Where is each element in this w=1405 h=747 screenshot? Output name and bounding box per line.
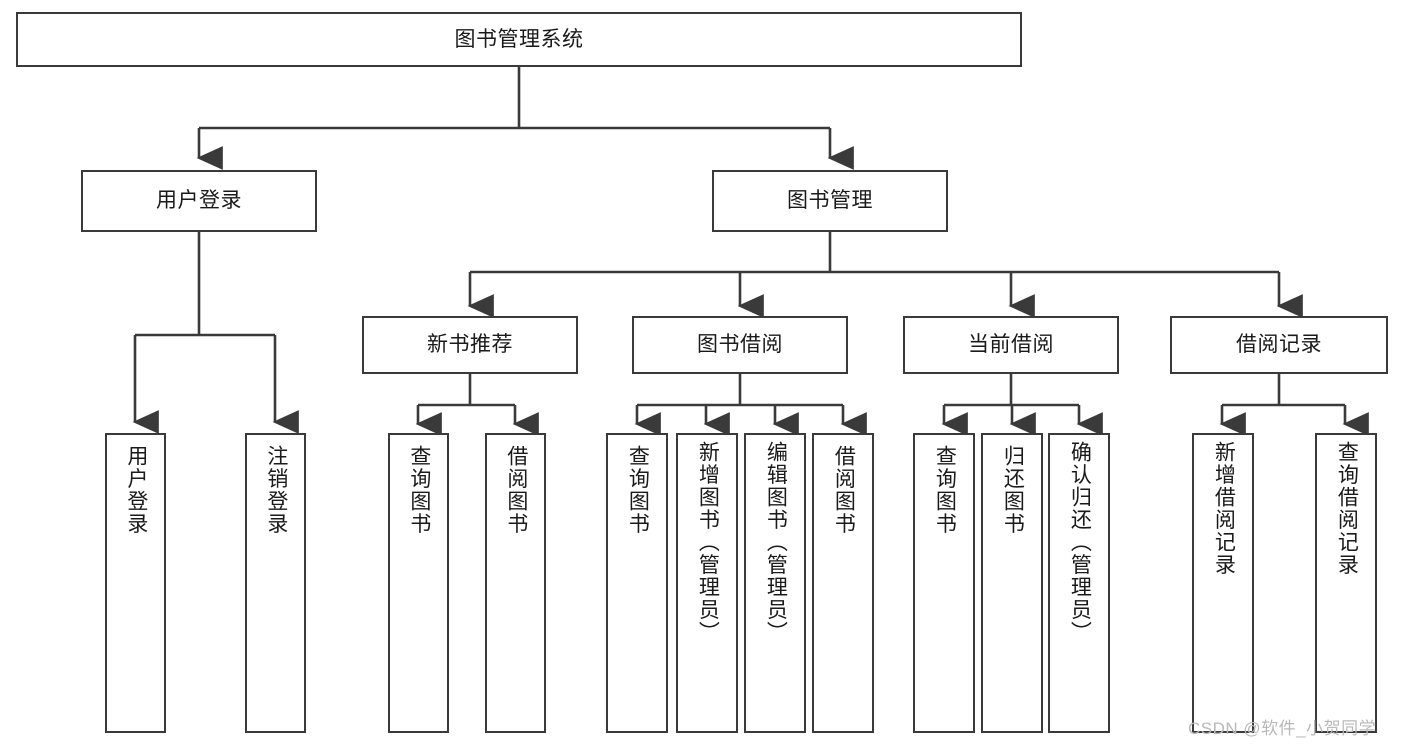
node-new-book-recommend[interactable]: 新书推荐 (362, 316, 578, 374)
node-borrow-record[interactable]: 借阅记录 (1170, 316, 1388, 374)
leaf-user-login-logout[interactable]: 注销登录 (245, 433, 306, 733)
node-label: 新增图书（管理员） (696, 441, 720, 644)
node-label: 当前借阅 (968, 333, 1054, 357)
leaf-borrow-record-query-record[interactable]: 查询借阅记录 (1315, 433, 1377, 733)
node-user-login[interactable]: 用户登录 (81, 170, 317, 232)
node-label: 新书推荐 (427, 333, 513, 357)
node-label: 图书借阅 (697, 333, 783, 357)
node-label: 确认归还（管理员） (1068, 441, 1092, 644)
leaf-book-borrow-edit-book[interactable]: 编辑图书（管理员） (744, 433, 806, 733)
node-label: 借阅记录 (1236, 333, 1322, 357)
node-label: 归还图书 (1001, 445, 1025, 535)
leaf-new-book-query-book[interactable]: 查询图书 (388, 433, 449, 733)
node-current-borrow[interactable]: 当前借阅 (903, 316, 1119, 374)
node-label: 查询图书 (407, 445, 431, 535)
node-book-borrow[interactable]: 图书借阅 (632, 316, 848, 374)
leaf-borrow-record-add-record[interactable]: 新增借阅记录 (1192, 433, 1254, 733)
node-label: 图书管理 (787, 189, 873, 213)
node-label: 编辑图书（管理员） (764, 441, 788, 644)
node-label: 借阅图书 (832, 445, 856, 535)
node-root-book-management-system[interactable]: 图书管理系统 (16, 12, 1022, 67)
leaf-current-borrow-confirm-return[interactable]: 确认归还（管理员） (1048, 433, 1110, 733)
node-label: 新增借阅记录 (1212, 441, 1236, 576)
node-label: 用户登录 (124, 445, 148, 535)
leaf-book-borrow-query-book[interactable]: 查询图书 (606, 433, 668, 733)
leaf-book-borrow-borrow-book[interactable]: 借阅图书 (812, 433, 874, 733)
leaf-new-book-borrow-book[interactable]: 借阅图书 (485, 433, 546, 733)
leaf-book-borrow-add-book[interactable]: 新增图书（管理员） (676, 433, 738, 733)
leaf-current-borrow-return-book[interactable]: 归还图书 (981, 433, 1043, 733)
node-label: 查询借阅记录 (1335, 441, 1359, 576)
node-label: 借阅图书 (504, 445, 528, 535)
node-label: 注销登录 (264, 445, 288, 535)
node-label: 用户登录 (156, 189, 242, 213)
watermark: CSDN @软件_小贺同学 (1188, 719, 1377, 738)
node-label: 查询图书 (933, 445, 957, 535)
node-label: 查询图书 (626, 445, 650, 535)
node-book-management[interactable]: 图书管理 (712, 170, 948, 232)
node-label: 图书管理系统 (454, 27, 584, 51)
leaf-user-login-login[interactable]: 用户登录 (105, 433, 166, 733)
leaf-current-borrow-query-book[interactable]: 查询图书 (913, 433, 975, 733)
